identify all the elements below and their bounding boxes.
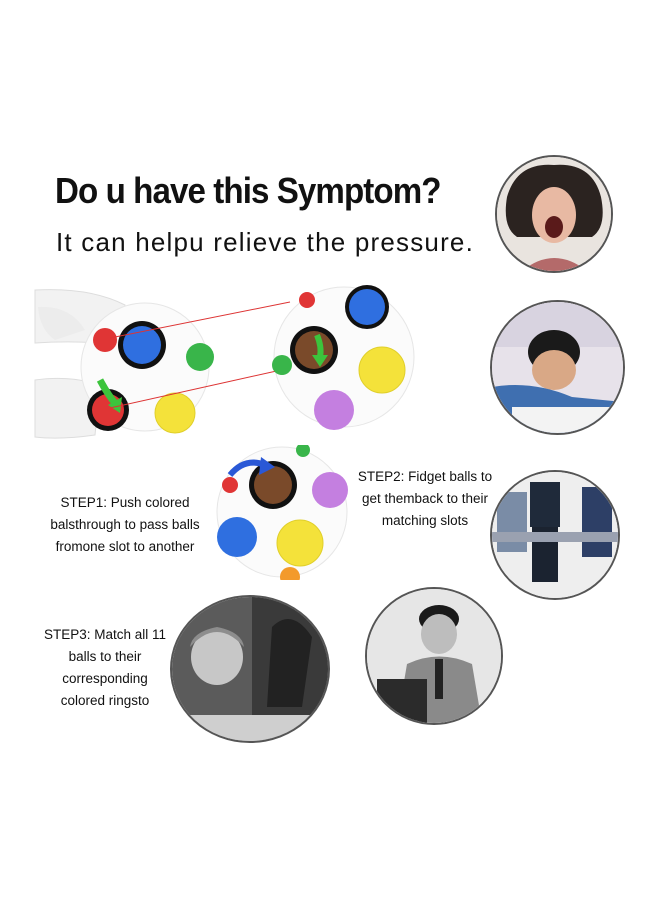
- step3-line3: corresponding: [62, 671, 148, 686]
- step1-line1: STEP1: Push colored: [60, 495, 190, 510]
- step2-text: STEP2: Fidget balls to get themback to t…: [350, 466, 500, 532]
- step3-text: STEP3: Match all 11 balls to their corre…: [30, 624, 180, 712]
- waiting-people-photo: [490, 470, 620, 600]
- subheadline: It can helpu relieve the pressure.: [56, 227, 475, 257]
- step2-line3: matching slots: [381, 513, 469, 528]
- step3-line4: colored ringsto: [60, 693, 150, 708]
- rainbow-ball-image-2: [272, 285, 417, 430]
- rainbow-ball-image-3: [215, 443, 350, 587]
- step3-line2: balls to their: [68, 649, 142, 664]
- sleeping-man-photo: [490, 300, 625, 435]
- headline: Do u have this Symptom?: [55, 170, 441, 211]
- step3-line1: STEP3: Match all 11: [43, 627, 167, 642]
- step1-line2: balsthrough to pass balls: [50, 517, 200, 532]
- stressed-woman-photo: [495, 155, 613, 273]
- step2-line2: get themback to their: [361, 491, 489, 506]
- step1-text: STEP1: Push colored balsthrough to pass …: [40, 492, 210, 558]
- stressed-man-laptop-photo: [365, 587, 503, 725]
- step2-line1: STEP2: Fidget balls to: [357, 469, 493, 484]
- connector-lines: [109, 301, 291, 409]
- bored-boy-photo: [170, 595, 330, 743]
- rainbow-ball-in-hand-image: [30, 285, 220, 450]
- step1-line3: fromone slot to another: [55, 539, 195, 554]
